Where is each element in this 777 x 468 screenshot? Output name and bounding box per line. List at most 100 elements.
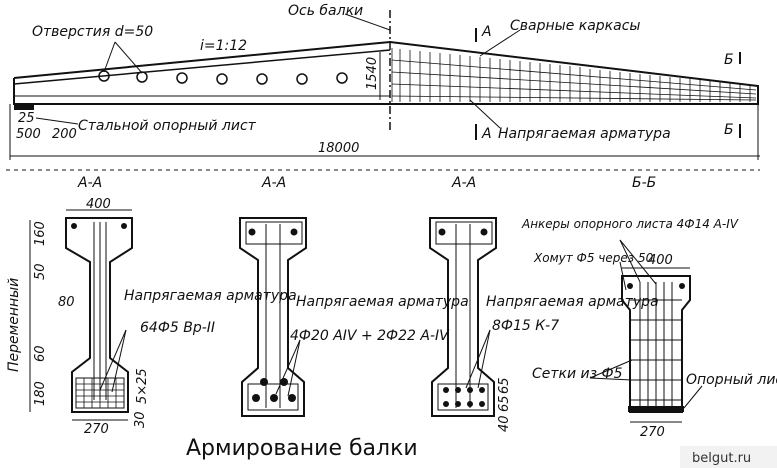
s2-rebar-spec: 4Ф20 АIV + 2Ф22 А-IV <box>290 328 450 344</box>
s4-anchor <box>627 283 633 289</box>
s4-anchors-label: Анкеры опорного листа 4Ф14 А-IV <box>521 217 739 231</box>
s3-top-bar <box>480 228 488 236</box>
hole <box>256 73 268 85</box>
s1-dim-30: 30 <box>133 411 148 428</box>
s1-dim-160: 160 <box>33 221 48 246</box>
s1-width-top: 400 <box>86 197 111 212</box>
s3-dim-40: 40 <box>497 415 512 432</box>
welded-cage-hatch <box>391 48 757 102</box>
axis-label: Ось балки <box>288 3 363 19</box>
s4-stirrup-label: Хомут Ф5 через 50 <box>533 251 654 265</box>
s2-top-bar <box>248 228 256 236</box>
beam-outline <box>13 40 759 105</box>
s4-plate-label: Опорный лист б=10 <box>686 372 777 388</box>
s3-strand <box>467 387 473 393</box>
support-plate <box>14 104 34 110</box>
s3-strand <box>467 401 473 407</box>
s2-top-bar <box>290 228 298 236</box>
section-a-bottom-letter: A <box>481 126 492 142</box>
top-chord-line <box>13 49 391 85</box>
s2-bottom-bar <box>252 394 260 402</box>
s4-plate-leader <box>683 385 703 409</box>
hole <box>216 73 228 85</box>
plate-leader <box>35 117 79 125</box>
s1-dim-180: 180 <box>33 381 48 406</box>
s4-support-plate <box>628 406 684 412</box>
s2-bottom-bar <box>260 378 268 386</box>
s1-dim-60: 60 <box>33 345 48 362</box>
s4-anchor-leader <box>619 239 657 285</box>
s3-rebar-spec: 8Ф15 К-7 <box>492 318 559 334</box>
s4-mesh-label: Сетки из Ф5 <box>532 366 623 382</box>
section-b-bottom-letter: Б <box>724 122 734 138</box>
s3-top-bar <box>438 228 446 236</box>
s3-rebar-leader <box>465 329 491 389</box>
welded-leader <box>479 29 521 57</box>
figure-caption: Армирование балки <box>186 436 418 461</box>
s1-corner-bar <box>71 223 77 229</box>
s4-mesh-leader <box>589 359 633 379</box>
s1-dim-50: 50 <box>33 263 48 280</box>
dim-25: 25 <box>18 111 35 126</box>
section-1-outline <box>65 217 133 413</box>
hole <box>336 72 348 84</box>
s3-strand <box>443 387 449 393</box>
beam-elevation: Отверстия d=50 Ось балки i=1:12 Сварные … <box>9 3 760 160</box>
s3-rebar <box>435 221 493 411</box>
support-plate-label: Стальной опорный лист <box>78 118 257 134</box>
section-a-top-letter: A <box>481 24 492 40</box>
s4-anchor-leader <box>619 239 641 283</box>
prestress-leader <box>469 99 501 129</box>
s3-title: А-А <box>451 175 476 191</box>
holes-label: Отверстия d=50 <box>32 24 153 40</box>
length-dim: 18000 <box>318 141 359 156</box>
s1-rebar-leader <box>99 329 127 391</box>
welded-cage-label: Сварные каркасы <box>510 18 640 34</box>
section-b-top-letter: Б <box>724 52 734 68</box>
section-3: А-А Напрягаемая арматура 8Ф15 К-7 65 65 … <box>429 175 659 432</box>
s2-rebar-leader <box>287 339 301 397</box>
s2-title: А-А <box>261 175 286 191</box>
s3-strand <box>479 401 485 407</box>
section-1: А-А 400 270 160 50 80 60 180 30 5×25 Пер… <box>6 175 297 437</box>
s2-rebar <box>245 221 303 411</box>
s2-rebar-leader <box>275 339 301 395</box>
section-2-outline <box>239 217 307 417</box>
s2-rebar-title: Напрягаемая арматура <box>296 294 469 310</box>
section-4: Б-Б Анкеры опорного листа 4Ф14 А-IV Хому… <box>521 175 777 440</box>
dim-500: 500 <box>16 127 41 142</box>
s1-rebar-spec: 64Ф5 Вр-II <box>140 320 215 336</box>
s1-dim-5x25: 5×25 <box>135 368 150 404</box>
s4-width-top: 400 <box>648 253 673 268</box>
s4-rebar <box>630 282 682 410</box>
hole <box>176 72 188 84</box>
s4-stirrup-leader <box>619 261 627 291</box>
s2-bottom-bar <box>270 394 278 402</box>
slope-label: i=1:12 <box>200 38 247 54</box>
hole <box>136 71 148 83</box>
prestress-label: Напрягаемая арматура <box>498 126 671 142</box>
height-dim: 1540 <box>365 57 380 90</box>
s4-anchor <box>679 283 685 289</box>
s1-corner-bar <box>121 223 127 229</box>
s1-title: А-А <box>77 175 102 191</box>
axis-leader <box>344 13 391 31</box>
s3-dim-65b: 65 <box>497 395 512 412</box>
web-holes <box>98 70 348 85</box>
s1-rebar-leader <box>111 329 127 393</box>
holes-leader <box>103 41 116 73</box>
s1-rebar-title: Напрягаемая арматура <box>124 288 297 304</box>
section-2: А-А Напрягаемая арматура 4Ф20 АIV + 2Ф22… <box>239 175 469 417</box>
s3-strand <box>455 401 461 407</box>
s3-rebar-title: Напрягаемая арматура <box>486 294 659 310</box>
s2-bottom-bar <box>288 394 296 402</box>
s1-width-bottom: 270 <box>84 422 109 437</box>
s3-strand <box>479 387 485 393</box>
s4-mesh-leader <box>589 377 633 381</box>
watermark: belgut.ru <box>692 451 751 466</box>
s4-title: Б-Б <box>632 175 656 191</box>
hole <box>296 73 308 85</box>
s3-rebar-leader <box>477 329 491 389</box>
s4-width-bottom: 270 <box>640 425 665 440</box>
